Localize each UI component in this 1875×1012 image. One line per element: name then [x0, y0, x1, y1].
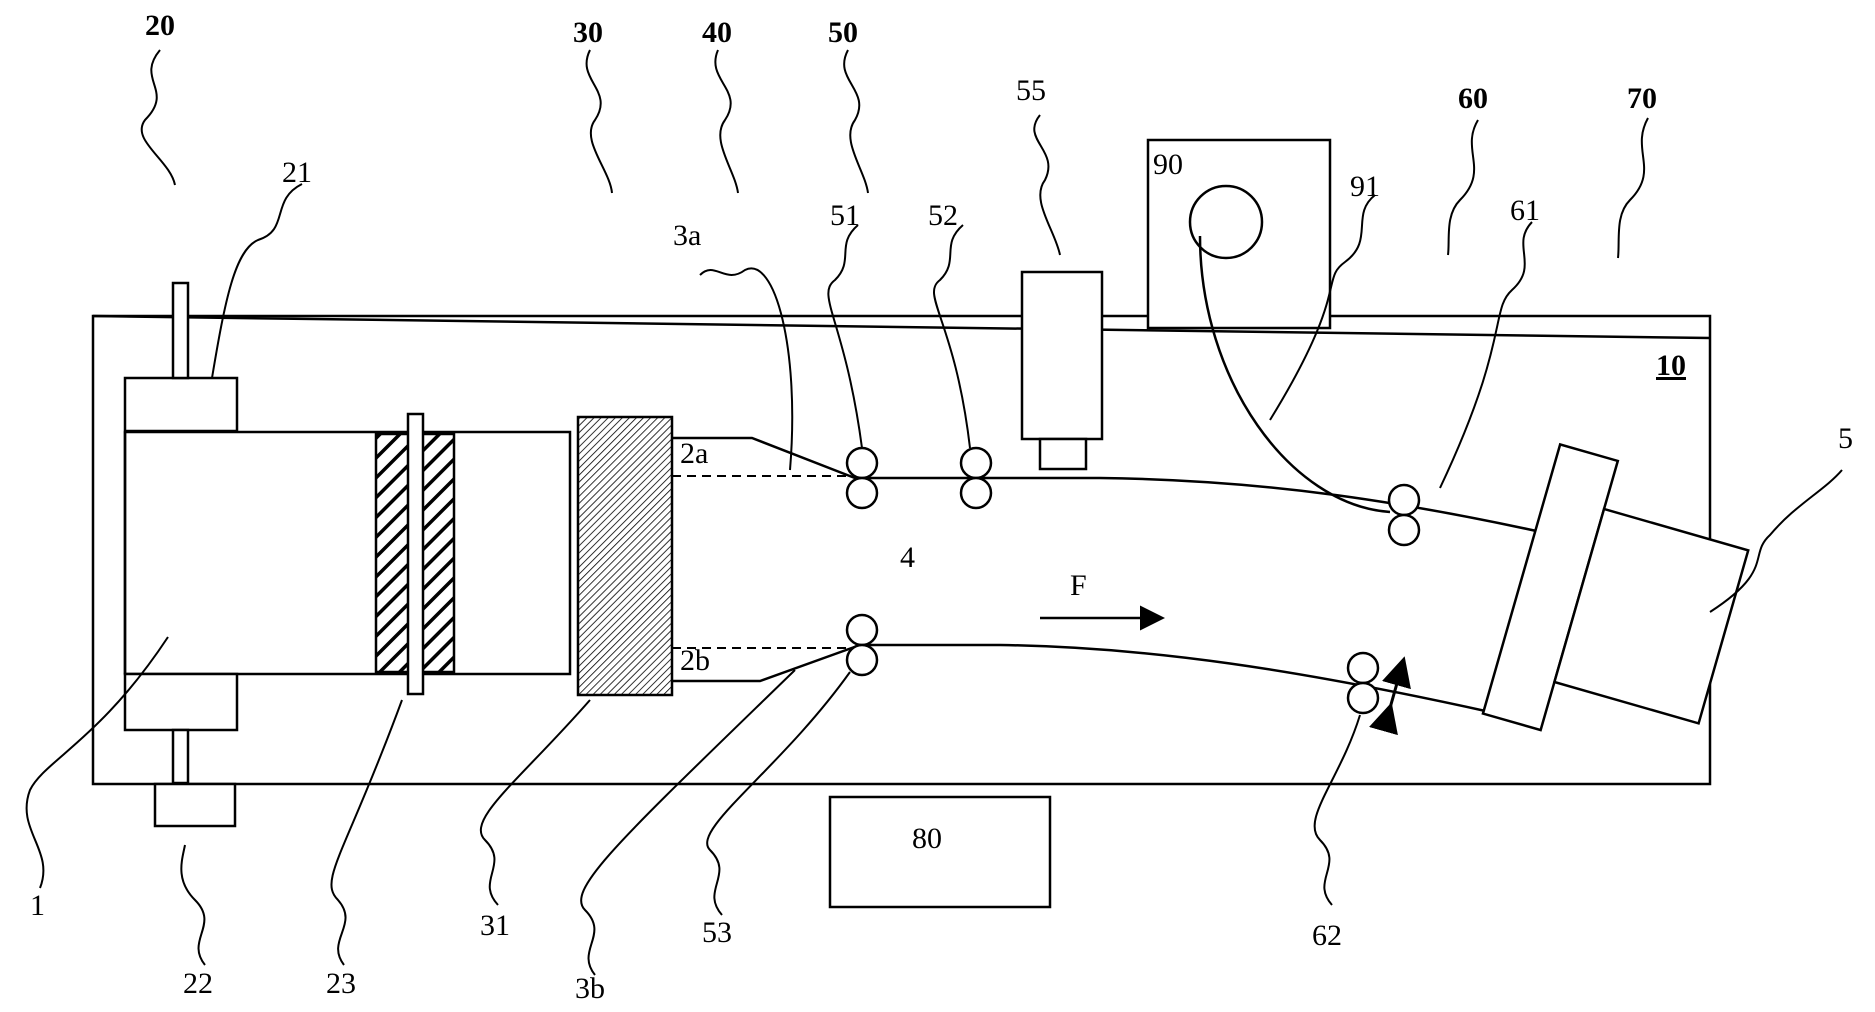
- leader-30: [587, 50, 612, 193]
- label-91: 91: [1350, 170, 1380, 203]
- leader-3b: [581, 670, 795, 975]
- label-60: 60: [1458, 82, 1488, 115]
- roller-52-top: [961, 448, 991, 478]
- label-21: 21: [282, 156, 312, 189]
- rod-top: [173, 283, 188, 378]
- label-10: 10: [1656, 349, 1686, 382]
- roller-52-bottom: [961, 478, 991, 508]
- roller-53-bottom: [847, 645, 877, 675]
- leader-40: [715, 50, 738, 193]
- leader-53: [707, 672, 850, 915]
- label-61: 61: [1510, 194, 1540, 227]
- label-50: 50: [828, 16, 858, 49]
- leader-20: [142, 50, 175, 185]
- label-3a: 3a: [673, 219, 701, 252]
- rod-bottom: [173, 730, 188, 783]
- label-20: 20: [145, 9, 175, 42]
- label-40: 40: [702, 16, 732, 49]
- label-1: 1: [30, 889, 45, 922]
- roller-62-top: [1348, 653, 1378, 683]
- label-3b: 3b: [575, 972, 605, 1005]
- leader-3a: [700, 268, 792, 470]
- roller-62-bottom: [1348, 683, 1378, 713]
- device-55-lens: [1040, 439, 1086, 469]
- roller-51-bottom: [847, 478, 877, 508]
- block-31: [578, 417, 672, 695]
- label-23: 23: [326, 967, 356, 1000]
- label-4: 4: [900, 541, 915, 574]
- winding-unit-5: [1483, 444, 1762, 771]
- leader-62: [1315, 715, 1360, 905]
- roller-61-top: [1389, 485, 1419, 515]
- device-55: [1022, 272, 1102, 439]
- label-70: 70: [1627, 82, 1657, 115]
- pin-23: [408, 414, 423, 694]
- label-2b: 2b: [680, 644, 710, 677]
- label-22: 22: [183, 967, 213, 1000]
- label-2a: 2a: [680, 437, 708, 470]
- label-55: 55: [1016, 74, 1046, 107]
- label-31: 31: [480, 909, 510, 942]
- label-62: 62: [1312, 919, 1342, 952]
- label-f: F: [1070, 569, 1087, 602]
- roller-51-top: [847, 448, 877, 478]
- label-51: 51: [830, 199, 860, 232]
- leader-52: [934, 225, 970, 448]
- label-30: 30: [573, 16, 603, 49]
- label-53: 53: [702, 916, 732, 949]
- label-5: 5: [1838, 422, 1853, 455]
- foot-22: [155, 784, 235, 826]
- leader-31: [481, 700, 590, 905]
- leader-55: [1034, 115, 1060, 255]
- roller-53-top: [847, 615, 877, 645]
- roller-61-bottom: [1389, 515, 1419, 545]
- label-52: 52: [928, 199, 958, 232]
- leader-21: [212, 184, 302, 378]
- clamp-22: [125, 674, 237, 730]
- leader-60: [1448, 120, 1478, 255]
- leader-23: [331, 700, 402, 965]
- label-90: 90: [1153, 148, 1183, 181]
- leader-50: [844, 50, 868, 193]
- roller-62-arrow: [1390, 662, 1403, 708]
- label-80: 80: [912, 822, 942, 855]
- housing-top-edge: [93, 316, 1710, 338]
- leader-51: [828, 225, 862, 448]
- lower-web: [860, 645, 1490, 712]
- leader-61: [1440, 222, 1532, 488]
- feed-block-1: [125, 432, 570, 674]
- leader-70: [1618, 118, 1648, 258]
- leader-22: [181, 845, 205, 965]
- clamp-21: [125, 378, 237, 431]
